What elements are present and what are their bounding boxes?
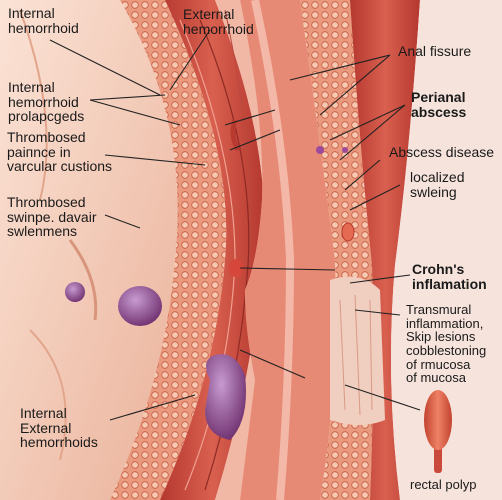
label-perianal-abscess: Perianal abscess xyxy=(411,89,467,120)
internal-external-hemorrhoid xyxy=(205,354,246,440)
large-thrombosed-node xyxy=(118,286,162,326)
label-crohns-inflamation: Crohn's inflamation xyxy=(412,261,487,292)
label-localized-swelling: localized swleing xyxy=(410,169,465,200)
label-abscess-disease: Abscess disease xyxy=(389,144,495,160)
right-muscle-wall xyxy=(350,0,420,500)
label-anal-fissure: Anal fissure xyxy=(398,43,472,59)
label-thrombosed-painful: Thrombosed paiпnce in varcular custions xyxy=(7,129,113,175)
anal-canal-lumen xyxy=(215,0,265,500)
label-internal-hemorrhoid-prolapsed: Internal hemorrhoid prolapcgeds xyxy=(8,79,85,125)
label-internal-external-hemorrhoids: Internal External hemorrhoids xyxy=(20,405,98,451)
rectal-polyp-head xyxy=(424,390,452,450)
label-rectal-polyp: rectal polyp xyxy=(410,477,477,492)
outer-fat-layer xyxy=(110,0,227,500)
label-transmural: Transmural inflammation, Skip lesions co… xyxy=(406,302,487,386)
label-thrombosed-swelling: Thrombosed swinpe. davair swlenmens xyxy=(7,194,97,240)
buttock-skin xyxy=(0,0,178,500)
label-external-hemorrhoid: External hemorrhoid xyxy=(183,6,254,37)
small-thrombosed-node xyxy=(65,282,85,302)
label-internal-hemorrhoid: Internal hemorrhoid xyxy=(8,5,79,36)
